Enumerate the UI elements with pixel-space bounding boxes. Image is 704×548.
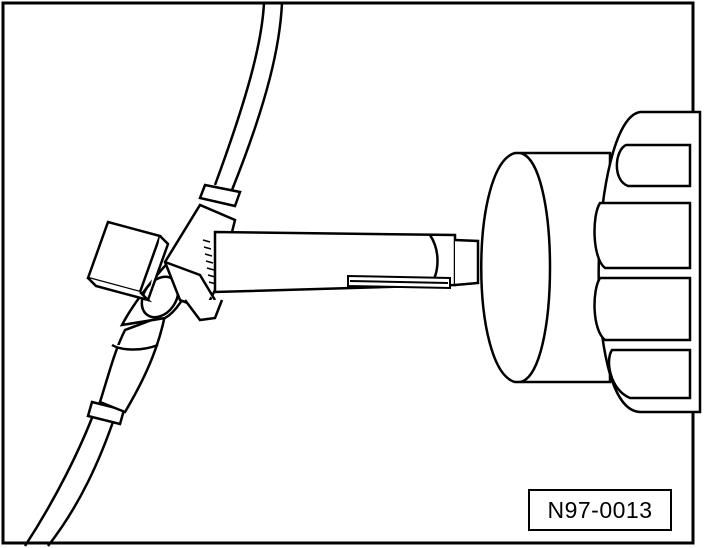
- ribbed-handle: [593, 110, 702, 414]
- handle-collar: [480, 151, 612, 384]
- sensor-teeth: [202, 239, 217, 285]
- lower-cable: [23, 409, 117, 547]
- cable-ferrule-top: [198, 183, 242, 208]
- upper-cable: [213, 2, 284, 191]
- connector-clip: [86, 220, 170, 303]
- shaft-slot: [347, 274, 451, 290]
- figure-reference-label: N97-0013: [528, 489, 672, 531]
